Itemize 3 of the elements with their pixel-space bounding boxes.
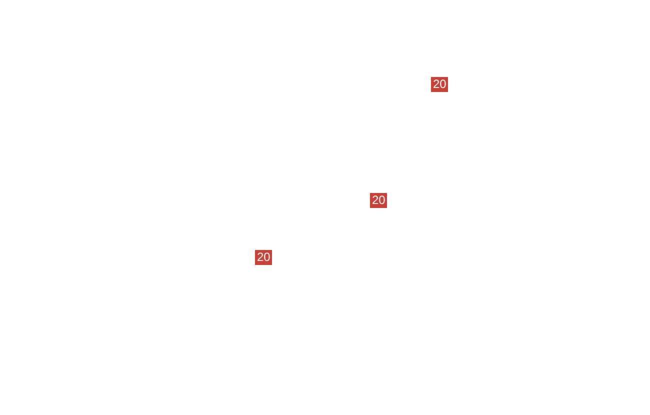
number-tag: 20 bbox=[431, 77, 448, 92]
number-tag: 20 bbox=[255, 250, 272, 265]
number-tag: 20 bbox=[370, 193, 388, 208]
